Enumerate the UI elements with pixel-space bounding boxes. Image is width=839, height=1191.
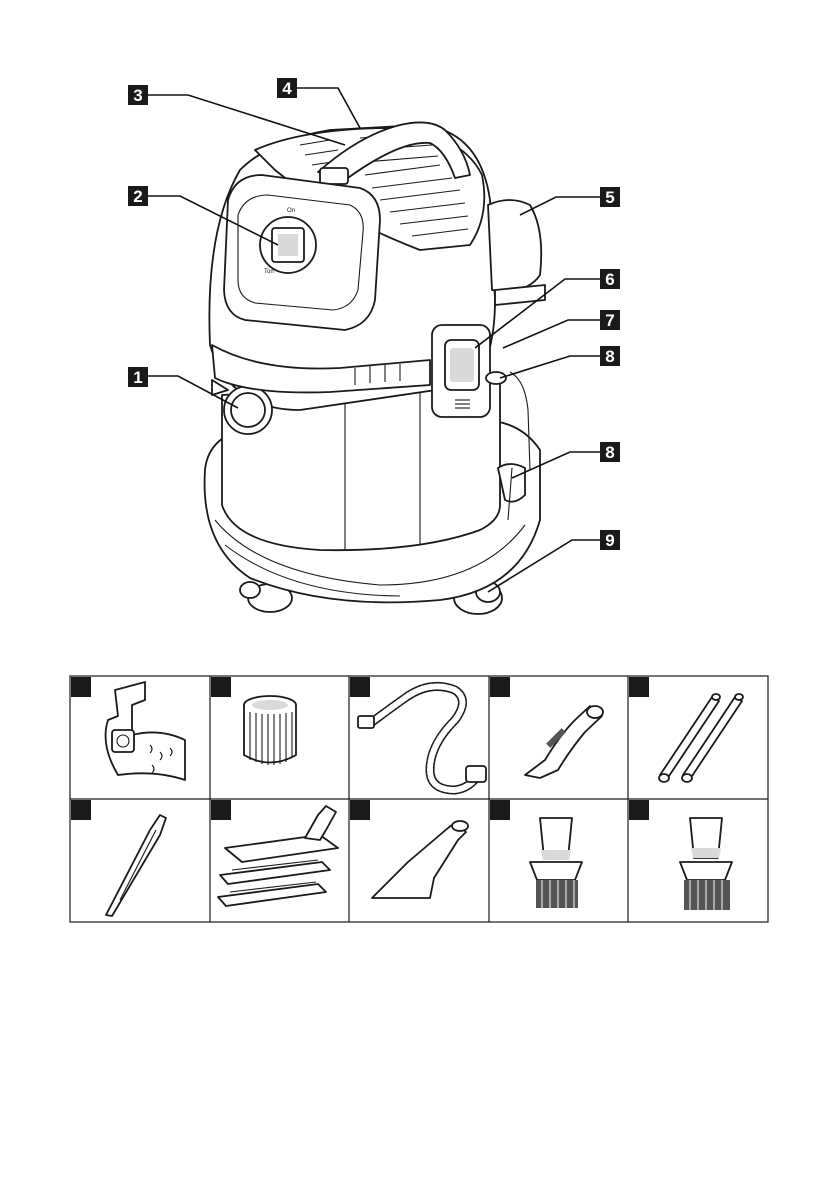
- cell-tag: [71, 677, 91, 697]
- cell-tag: [490, 800, 510, 820]
- cartridge-filter-icon: [244, 696, 296, 765]
- callout-8-upper-label: 8: [605, 347, 614, 366]
- callout-2: 2: [128, 186, 148, 206]
- filter-bag-icon: [106, 682, 185, 780]
- switch-off-mark: Ton: [264, 269, 274, 275]
- cell-tag: [211, 800, 231, 820]
- upholstery-nozzle-icon: [372, 821, 468, 898]
- callout-5-label: 5: [605, 188, 614, 207]
- round-brush-icon: [680, 818, 732, 910]
- callout-6: 6: [600, 269, 620, 289]
- callout-1: 1: [128, 367, 148, 387]
- cell-tag: [71, 800, 91, 820]
- suction-hose-icon: [358, 686, 486, 790]
- callout-3: 3: [128, 85, 148, 105]
- switch-on-mark: On: [287, 208, 295, 214]
- round-brush-bristles: [684, 880, 730, 910]
- callout-9: 9: [600, 530, 620, 550]
- callout-6-label: 6: [605, 270, 614, 289]
- crevice-nozzle-icon: [106, 815, 166, 916]
- vacuum-cleaner-illustration: On Ton: [205, 122, 545, 614]
- callout-8-upper: 8: [600, 346, 620, 366]
- cell-tag: [490, 677, 510, 697]
- floor-nozzle-icon: [218, 806, 338, 906]
- callout-8-lower: 8: [600, 442, 620, 462]
- cell-tag: [629, 800, 649, 820]
- hose-handle-icon: [525, 706, 603, 778]
- extension-tubes-icon: [659, 694, 743, 782]
- cell-tag: [350, 677, 370, 697]
- brush-bristles: [536, 880, 578, 908]
- callout-4-label: 4: [282, 79, 292, 98]
- callout-8-lower-label: 8: [605, 443, 614, 462]
- callout-3-label: 3: [133, 86, 142, 105]
- callout-2-label: 2: [133, 187, 142, 206]
- callout-4: 4: [277, 78, 297, 98]
- callout-1-label: 1: [133, 368, 142, 387]
- callout-5: 5: [600, 187, 620, 207]
- dusting-brush-icon: [530, 818, 582, 908]
- accessory-grid: [70, 676, 768, 922]
- callout-7-label: 7: [605, 311, 614, 330]
- cell-tag: [211, 677, 231, 697]
- callout-9-label: 9: [605, 531, 614, 550]
- cell-tag: [350, 800, 370, 820]
- cell-tag: [629, 677, 649, 697]
- callout-7: 7: [600, 310, 620, 330]
